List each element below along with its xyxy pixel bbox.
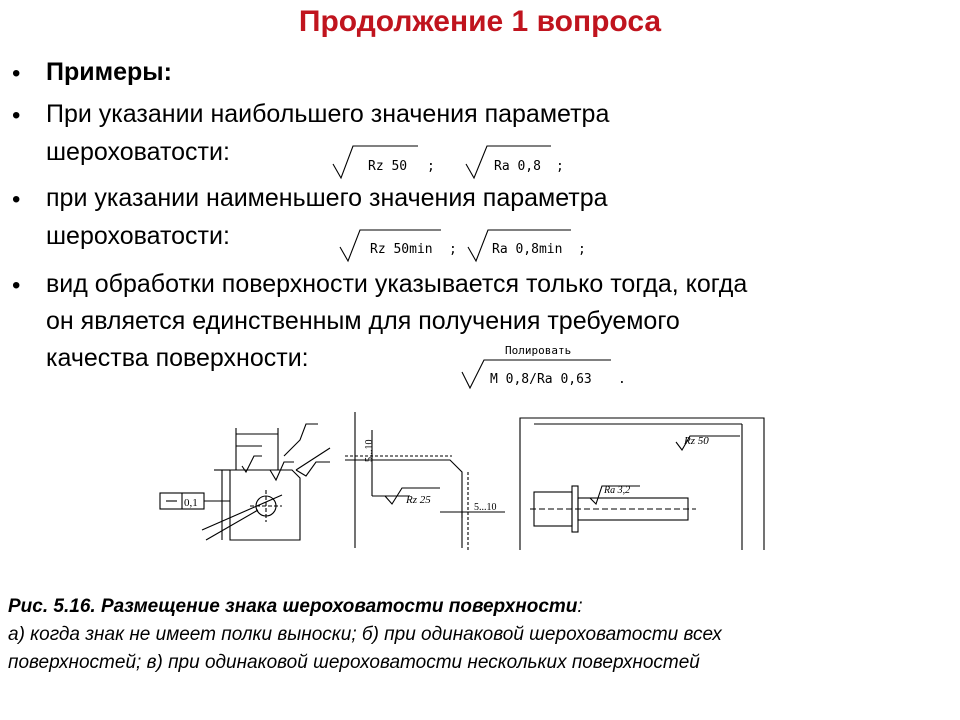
fig-c-roughness-all: Rz 50 xyxy=(683,435,709,447)
roughness-symbols: Rz 50 ; Ra 0,8 ; Rz 50min ; Ra 0,8min ; … xyxy=(332,145,626,390)
fig-b-roughness: Rz 25 xyxy=(405,494,431,506)
bullet-process-line1: вид обработки поверхности указывается то… xyxy=(46,270,748,298)
slide-title: Продолжение 1 вопроса xyxy=(298,5,662,38)
bullet-process-line3: качества поверхности: xyxy=(46,344,309,372)
bullet-max-line1: При указании наибольшего значения параме… xyxy=(46,100,610,128)
semicolon-1: ; xyxy=(427,159,435,174)
bullet-min-line1: при указании наименьшего значения параме… xyxy=(46,184,608,212)
roughness-sign-icon xyxy=(467,229,571,263)
caption-title: Рис. 5.16. Размещение знака шероховатост… xyxy=(8,596,578,617)
bullet-marker: • xyxy=(12,272,21,299)
fig-a-tolerance: 0,1 xyxy=(184,497,198,509)
bullet-examples: Примеры: xyxy=(46,58,172,86)
figure-b xyxy=(345,412,505,550)
fig-c-roughness-shaft: Ra 3,2 xyxy=(603,485,630,496)
caption-line3: поверхностей; в) при одинаковой шерохова… xyxy=(8,652,700,673)
process-label: Полировать xyxy=(505,344,571,357)
max-ra-value: Ra 0,8 xyxy=(494,159,541,174)
roughness-sign-icon xyxy=(461,359,611,390)
fig-b-dim-vertical: 5...10 xyxy=(364,440,375,463)
bullet-marker: • xyxy=(12,60,21,87)
bullet-process-line2: он является единственным для получения т… xyxy=(46,307,680,335)
bullet-marker: • xyxy=(12,102,21,129)
bullet-list: • Примеры: • При указании наибольшего зн… xyxy=(12,58,748,372)
bullet-max-line2: шероховатости: xyxy=(46,138,230,166)
semicolon-4: ; xyxy=(578,242,586,257)
caption-colon: : xyxy=(577,596,583,617)
fig-b-dim-horizontal: 5...10 xyxy=(474,502,497,513)
figure-c xyxy=(519,417,765,550)
min-rz-value: Rz 50min xyxy=(370,242,433,257)
figure-caption: Рис. 5.16. Размещение знака шероховатост… xyxy=(8,593,948,677)
caption-line2: а) когда знак не имеет полки выноски; б)… xyxy=(8,624,722,645)
figures-panel: 0,1 5...10 Rz 25 5...10 Rz 50 Ra 3,2 xyxy=(159,412,765,550)
max-rz-value: Rz 50 xyxy=(368,159,407,174)
bullet-marker: • xyxy=(12,186,21,213)
roughness-sign-icon xyxy=(339,229,441,263)
min-ra-value: Ra 0,8min xyxy=(492,242,562,257)
semicolon-2: ; xyxy=(556,159,564,174)
roughness-sign-icon xyxy=(465,145,551,180)
bullet-min-line2: шероховатости: xyxy=(46,222,230,250)
figure-a xyxy=(159,423,331,541)
caption-line1: Рис. 5.16. Размещение знака шероховатост… xyxy=(8,593,948,621)
process-value: М 0,8/Ra 0,63 xyxy=(490,372,592,387)
process-period: . xyxy=(618,372,626,387)
roughness-sign-icon xyxy=(332,145,418,180)
semicolon-3: ; xyxy=(449,242,457,257)
